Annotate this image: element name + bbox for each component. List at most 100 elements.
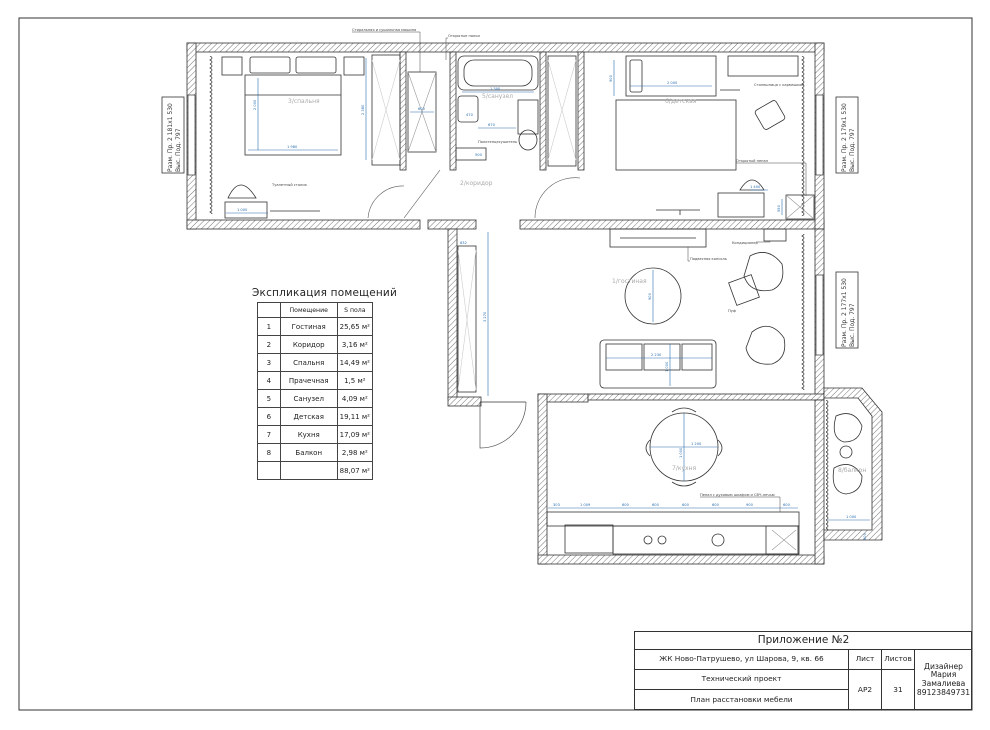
total-area: 88,07 м² (336, 461, 374, 480)
living-dims (606, 270, 712, 386)
kitchen (546, 407, 800, 555)
note-dryer: Полотенцесушитель (478, 140, 517, 144)
dim-bath-d: 470 (466, 113, 474, 117)
table-total-row: 88,07 м² (257, 461, 374, 480)
note-conditioner: Кондиционер (732, 241, 758, 245)
window-tag-right-top: Разм. Пр. 2 179х1 530 Выс. Под. 797 (835, 96, 859, 174)
dim-kitchen-7: 900 (746, 503, 754, 507)
window-tag-left-line2: Выс. Под. 797 (175, 128, 182, 172)
tv-console (609, 228, 707, 248)
dim-wardrobe-h: 2 380 (361, 104, 365, 115)
note-shelves: Открытые полки (448, 34, 481, 38)
kids-desk (727, 55, 799, 77)
dim-kitchen-2: 1 009 (580, 503, 591, 507)
dim-balcony-d: 600 (863, 532, 867, 540)
nightstand-left (221, 56, 243, 76)
designer-first-name: Мария (930, 670, 957, 680)
designer-phone: 89123849731 (916, 687, 971, 697)
title-block: Приложение №2 ЖК Ново-Патрушево, ул Шаро… (634, 631, 972, 710)
dim-corridor-len: 3 270 (483, 311, 487, 322)
dim-bed-width: 1 980 (287, 145, 298, 149)
corridor-wardrobe (457, 245, 477, 393)
double-bed (244, 74, 342, 156)
bathtub (457, 55, 539, 91)
leader-kitchen (700, 496, 781, 512)
room-label-kids: 6/детская (665, 98, 697, 105)
sheets-count: 31 (882, 670, 915, 710)
drawing-name: План расстановки мебели (635, 690, 849, 710)
kids-rug (615, 99, 737, 171)
dim-dining-2: 1 000 (679, 447, 683, 458)
entrance-door-swing (479, 401, 527, 449)
window-tag-right-mid: Разм. Пр. 2 177х1 530 Выс. Под. 797 (835, 271, 859, 349)
kids-wardrobe (785, 194, 815, 220)
window-tag-left-line1: Разм. Пр. 2 181х1 530 (167, 103, 174, 172)
kids-room (615, 55, 815, 220)
note-vanity: Туалетный столик (271, 183, 308, 187)
bedroom-dims (226, 58, 367, 214)
bath-wardrobe (547, 55, 577, 167)
window-tag-left: Разм. Пр. 2 181х1 530 Выс. Под. 797 (161, 96, 185, 174)
sofa (599, 339, 717, 389)
kitchen-dims (548, 413, 870, 521)
leader-wardrobe (736, 162, 807, 196)
note-pouf: Пуф (728, 309, 736, 313)
designer-last-name: Замалиева (921, 679, 966, 688)
sheet-code: АР2 (849, 670, 882, 710)
coffee-table (624, 267, 682, 325)
dim-kitchen-3: 600 (622, 503, 630, 507)
note-wardrobe: Открытый пенал (736, 159, 768, 163)
dim-bed-length: 2 000 (253, 99, 257, 110)
dim-bath-e: 500 (475, 153, 483, 157)
sheet-frame (18, 17, 973, 711)
sheets-label: Листов (882, 650, 915, 670)
fridge-left-unit (564, 524, 614, 554)
living-room (599, 228, 787, 389)
room-schedule: Экспликация помещений Помещение S пола 1… (252, 287, 397, 480)
nightstand-right (343, 56, 365, 76)
address: ЖК Ново-Патрушево, ул Шарова, 9, кв. 66 (635, 650, 849, 670)
dim-kitchen-8: 600 (783, 503, 791, 507)
room-schedule-title: Экспликация помещений (252, 287, 397, 299)
sheet-label: Лист (849, 650, 882, 670)
leader-lines-living (687, 241, 771, 262)
room-label-living: 1/гостиная (612, 278, 647, 285)
dim-sofa: 2 230 (651, 353, 662, 357)
designer-role: Дизайнер (924, 661, 963, 671)
dim-desk-depth: 550 (777, 204, 781, 212)
dim-bath-b: 600 (418, 107, 426, 111)
room-label-bedroom: 3/спальня (288, 98, 320, 105)
dim-bath-c: 670 (488, 123, 496, 127)
window-tag-right-top-line1: Разм. Пр. 2 179х1 530 (841, 103, 848, 172)
note-laundry: Стиральная и сушильная машина (352, 28, 416, 32)
table-header-row: Помещение S пола (257, 302, 374, 318)
room-label-kitchen: 7/кухня (672, 465, 696, 472)
dim-kid-bed-w: 900 (609, 74, 613, 82)
dim-kid-bed: 2 000 (667, 81, 678, 85)
leader-lines-top (352, 31, 448, 72)
window-tag-right-mid-line2: Выс. Под. 797 (849, 303, 856, 347)
toilet (517, 99, 539, 135)
appendix-title: Приложение №2 (635, 632, 972, 650)
curtains (205, 56, 832, 530)
header-area: S пола (336, 302, 374, 318)
window-tag-right-mid-line1: Разм. Пр. 2 177х1 530 (841, 278, 848, 347)
note-kitchen-set: Пенал с духовым шкафом и СВЧ-печью (700, 493, 775, 497)
room-label-corridor: 2/коридор (460, 180, 493, 187)
window-tag-right-top-line2: Выс. Под. 797 (849, 128, 856, 172)
bedroom (221, 54, 405, 219)
kids-bed (625, 55, 717, 97)
bedroom-wardrobe (371, 54, 401, 166)
dim-balcony-w: 1 000 (846, 515, 857, 519)
window-openings (187, 94, 824, 356)
dim-desk: 1 400 (750, 185, 761, 189)
